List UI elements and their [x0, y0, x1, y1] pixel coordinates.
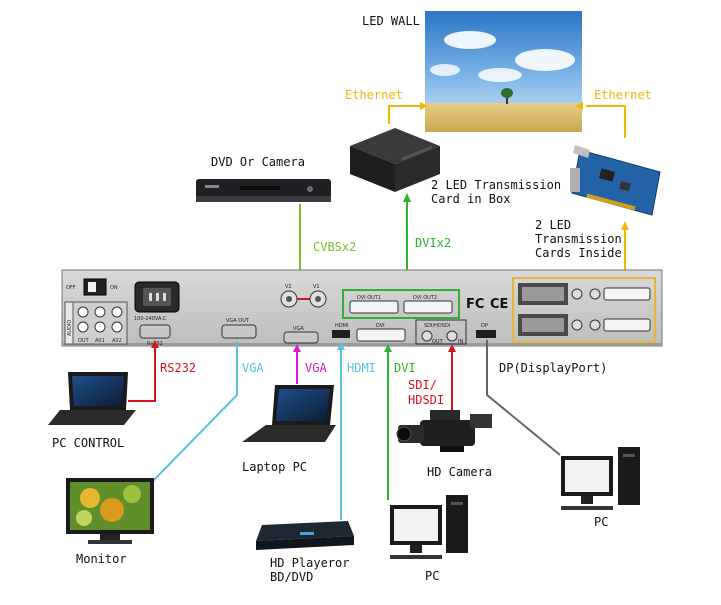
- sdi-group: [415, 319, 467, 345]
- hd-camera-image: [396, 410, 492, 452]
- switch-on-label: ON: [110, 285, 118, 291]
- audio-a02-label: A02: [112, 338, 122, 344]
- pc-control-label: PC CONTROL: [52, 436, 124, 450]
- cards-inside-line1: 2 LED: [535, 218, 571, 232]
- dp-port[interactable]: [476, 330, 496, 338]
- v2-label: V2: [285, 284, 292, 290]
- hdmi-cable: [337, 342, 345, 520]
- dvi-cable-label: DVI: [394, 361, 416, 375]
- dvi-out2-port[interactable]: [403, 300, 453, 314]
- hdmi-port-label: HDMI: [335, 323, 348, 329]
- dvi-out-group: [342, 289, 460, 319]
- card-slot-2: [518, 314, 651, 336]
- dvi-out1-port[interactable]: [349, 300, 399, 314]
- pc-center-label: PC: [425, 569, 439, 583]
- sdi-out-port[interactable]: [421, 330, 433, 342]
- hdmi-cable-label: HDMI: [347, 361, 376, 375]
- card-slot-1: [518, 283, 651, 305]
- ac-power-socket: [134, 281, 180, 313]
- rs232-cable-label: RS232: [160, 361, 196, 375]
- v1-label: V1: [313, 284, 320, 290]
- rs232-port[interactable]: [139, 324, 171, 339]
- vga-in-label: VGA: [293, 326, 304, 332]
- dvi-cable: [384, 344, 392, 500]
- monitor-label: Monitor: [76, 552, 127, 566]
- pc-control-laptop-image: [48, 372, 136, 425]
- box-card-line2: Card in Box: [431, 192, 510, 206]
- dvi-in-port[interactable]: [356, 328, 406, 342]
- led-wall-label: LED WALL: [362, 14, 420, 28]
- dp-port-label: DP: [481, 323, 488, 329]
- cvbs-ports[interactable]: [280, 290, 327, 308]
- pc-center-image: [390, 495, 468, 559]
- pc-right-image: [561, 447, 640, 510]
- vga-monitor-cable-label: VGA: [242, 361, 264, 375]
- sdi-cable-label-line2: HDSDI: [408, 393, 444, 407]
- hd-player-label-line2: BD/DVD: [270, 570, 313, 584]
- dvd-or-camera-label: DVD Or Camera: [211, 155, 305, 169]
- monitor-image: [66, 478, 154, 544]
- laptop-pc-image: [242, 385, 336, 442]
- vga-out-port[interactable]: [221, 324, 257, 339]
- box-card-line1: 2 LED Transmission: [431, 178, 561, 192]
- sdi-cable: [448, 344, 456, 412]
- rs232-cable: [128, 340, 159, 402]
- dvd-player-image: [196, 179, 331, 202]
- pc-right-label: PC: [594, 515, 608, 529]
- vga-laptop-cable: [293, 344, 301, 384]
- sdi-out-label: OUT: [432, 339, 444, 345]
- power-switch[interactable]: [83, 278, 107, 296]
- vga-monitor-cable: [149, 341, 238, 485]
- fc-mark: FC: [466, 297, 484, 312]
- hd-camera-label: HD Camera: [427, 465, 492, 479]
- power-rating-label: 100-240VA.C: [134, 316, 167, 322]
- card-slots-group: [512, 277, 656, 343]
- hd-player-label-line1: HD Playeror: [270, 556, 349, 570]
- laptop-pc-label: Laptop PC: [242, 460, 307, 474]
- ethernet-right-connector: [575, 102, 626, 138]
- cards-inside-line2: Transmission: [535, 232, 622, 246]
- dp-cable: [486, 340, 561, 456]
- audio-a01-label: A01: [95, 338, 105, 344]
- cards-inside-line3: Cards Inside: [535, 246, 622, 260]
- transmission-card-image: [570, 145, 661, 216]
- card-to-panel-connector: [621, 221, 629, 270]
- vga-out-label: VGA OUT: [226, 318, 250, 324]
- sdi-port-label: SDI/HDSDI: [424, 323, 450, 329]
- audio-label: AUDIO: [67, 320, 73, 336]
- dp-cable-label: DP(DisplayPort): [499, 361, 607, 375]
- switch-off-label: OFF: [66, 285, 76, 291]
- audio-block: AUDIO OUT A01 A02: [64, 301, 128, 345]
- dvi-out1-label: DVI OUT1: [357, 295, 381, 301]
- ce-mark: CE: [490, 297, 508, 312]
- transmission-box-image: [350, 128, 440, 192]
- ethernet-right-label: Ethernet: [594, 88, 652, 102]
- hd-player-image: [256, 521, 354, 550]
- vga-in-port[interactable]: [283, 331, 319, 344]
- ethernet-left-label: Ethernet: [345, 88, 403, 102]
- sdi-cable-label-line1: SDI/: [408, 378, 437, 392]
- hdmi-port[interactable]: [332, 330, 350, 338]
- dvi-in-label: DVI: [376, 323, 385, 329]
- vga-laptop-cable-label: VGA: [305, 361, 327, 375]
- dvi-out2-label: DVI OUT2: [413, 295, 437, 301]
- ethernet-left-connector: [388, 102, 428, 124]
- led-wall-image: [425, 11, 582, 132]
- sdi-in-port[interactable]: [446, 330, 458, 342]
- cvbs-label: CVBSx2: [313, 240, 356, 254]
- sdi-in-label: IN: [458, 339, 463, 345]
- dvi-x2-label: DVIx2: [415, 236, 451, 250]
- audio-out-label: OUT: [78, 338, 90, 344]
